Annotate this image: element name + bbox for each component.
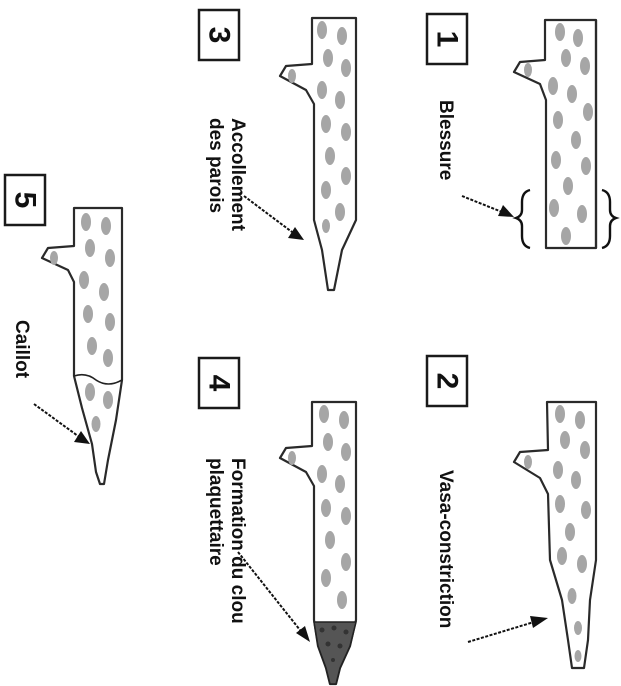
stage-4: 4 (199, 358, 356, 684)
stage-3-number-text: 3 (203, 27, 236, 44)
stage-3-label-line-1: Accollement (227, 118, 248, 232)
stage-1-number-text: 1 (431, 31, 464, 48)
stage-1: 1 (427, 14, 616, 248)
stage-1-label: Blessure (435, 100, 456, 180)
stage-2-number-text: 2 (431, 373, 464, 390)
stage-4-number-text: 4 (203, 375, 236, 392)
stage-2-vessel (514, 402, 596, 668)
stage-3: 3 A (199, 10, 356, 290)
stage-2-arrow (468, 616, 548, 642)
stage-4-vessel (280, 402, 356, 684)
stage-5-number-text: 5 (9, 192, 42, 209)
stage-4-label-line-1: Formation du clou (227, 458, 248, 624)
stage-5: 5 (5, 175, 122, 484)
stage-3-label-line-2: des parois (205, 118, 226, 213)
stage-1-wound-brace-right (602, 190, 616, 248)
stage-3-arrow (244, 196, 304, 240)
stage-2-number: 2 (427, 356, 467, 406)
stage-5-label-line: Caillot (11, 320, 32, 379)
stage-3-vessel (280, 18, 356, 290)
stage-1-vessel (514, 20, 596, 248)
stage-1-wound-brace-left (516, 190, 530, 248)
stage-5-number: 5 (5, 175, 45, 225)
stage-5-label: Caillot (11, 320, 32, 379)
stage-1-number: 1 (427, 14, 467, 64)
stage-1-arrow (462, 196, 514, 217)
stage-3-number: 3 (199, 10, 239, 60)
stage-2: 2 (427, 356, 596, 668)
stage-1-label-line: Blessure (435, 100, 456, 180)
stage-2-label: Vasa-constriction (435, 470, 456, 628)
stage-4-number: 4 (199, 358, 239, 408)
stage-4-label: Formation du clou plaquettaire (205, 458, 248, 629)
stage-2-label-line: Vasa-constriction (435, 470, 456, 628)
stage-4-label-line-2: plaquettaire (205, 458, 226, 566)
stage-3-label: Accollement des parois (205, 118, 248, 236)
